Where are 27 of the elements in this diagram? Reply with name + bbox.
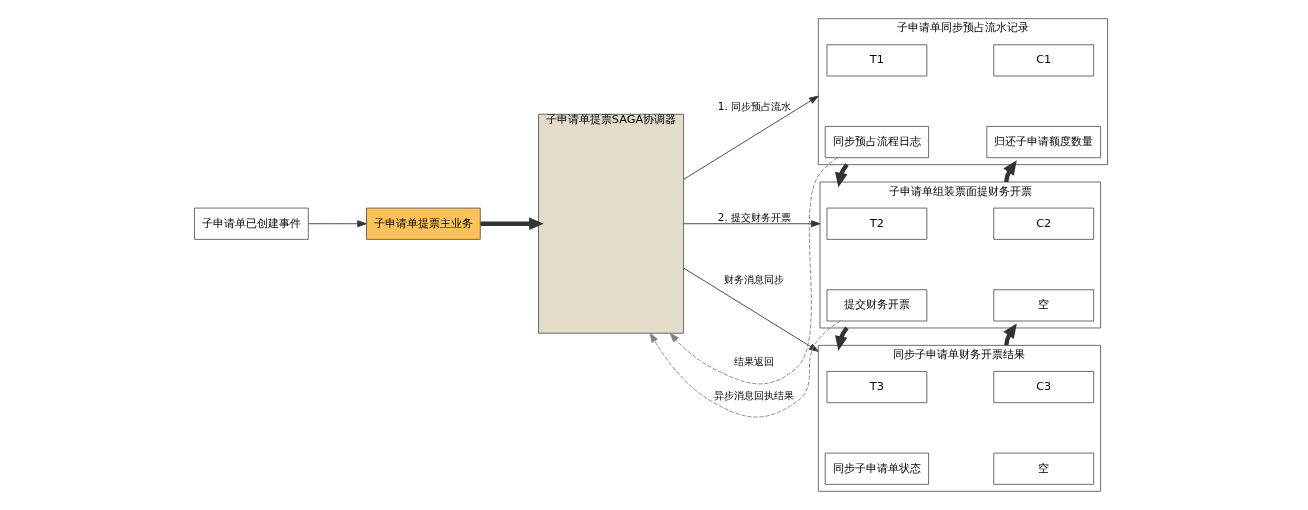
node-box: 提交财务开票 [826,289,927,322]
node-box: 同步预占流程日志 [824,126,929,159]
edge-label: 结果返回 [733,354,774,367]
node-box: 子申请单已创建事件 [193,207,309,240]
node-box: C1 [992,44,1094,77]
node-box: 空 [992,289,1094,322]
edge-label: 2. 提交财务开票 [717,210,791,223]
edge-label: 1. 同步预占流水 [717,100,791,113]
node-box: 空 [992,452,1094,485]
node-box: 归还子申请额度数量 [985,126,1101,159]
node-box: T2 [826,207,927,240]
arrow [682,95,819,180]
arrow [682,267,819,352]
arrow [669,157,838,385]
node-box: 同步子申请单状态 [824,452,929,485]
edge-label: 异步消息回执结果 [713,388,794,401]
node-box: T3 [826,371,927,404]
arrow [307,220,367,228]
arrow [682,220,820,228]
edge-label: 财务消息同步 [723,273,784,286]
arrow [480,217,544,231]
arrow [649,320,841,418]
node-box: 子申请单提票SAGA协调器 [537,113,684,334]
node-box: T1 [826,44,927,77]
node-box: C3 [992,371,1094,404]
node-box: 子申请单提票主业务 [365,207,481,240]
node-box: C2 [992,207,1094,240]
